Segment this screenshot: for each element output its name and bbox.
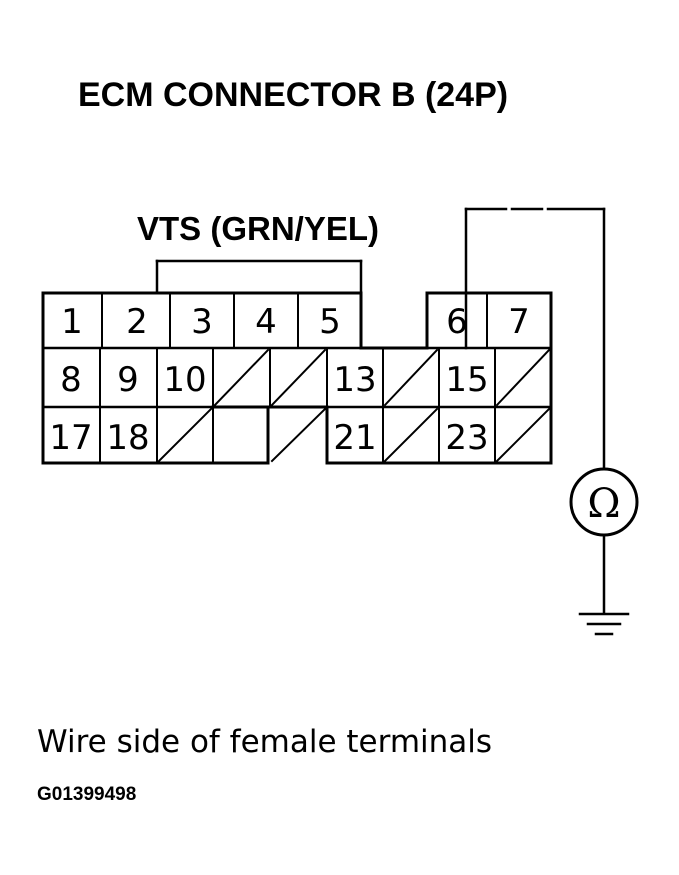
- terminal-7: 7: [508, 302, 530, 342]
- terminal-17: 17: [49, 418, 92, 458]
- terminal-15: 15: [445, 360, 488, 400]
- figure-id: G01399498: [37, 784, 136, 805]
- ohm-symbol: Ω: [587, 481, 620, 527]
- diagram-title: ECM CONNECTOR B (24P): [78, 76, 508, 114]
- wire-bracket: [155, 259, 363, 295]
- terminal-4: 4: [255, 302, 277, 342]
- terminal-9: 9: [117, 360, 139, 400]
- terminal-1: 1: [61, 302, 83, 342]
- ground-icon: [578, 612, 630, 636]
- terminal-5: 5: [319, 302, 341, 342]
- terminal-10: 10: [163, 360, 206, 400]
- ohmmeter-icon: Ω: [569, 467, 639, 537]
- terminal-3: 3: [191, 302, 213, 342]
- wire-label: VTS (GRN/YEL): [137, 210, 379, 247]
- probe-lead: [464, 207, 606, 470]
- terminal-23: 23: [445, 418, 488, 458]
- unused-cavities: [157, 348, 551, 463]
- terminal-8: 8: [60, 360, 82, 400]
- terminal-21: 21: [333, 418, 376, 458]
- terminal-2: 2: [126, 302, 148, 342]
- terminal-labels: 1 2 3 4 5 6 7 8 9 10 13 15 17 18 21 23: [49, 302, 529, 458]
- terminal-13: 13: [333, 360, 376, 400]
- caption: Wire side of female terminals: [37, 724, 492, 760]
- terminal-18: 18: [106, 418, 149, 458]
- terminal-6: 6: [446, 302, 468, 342]
